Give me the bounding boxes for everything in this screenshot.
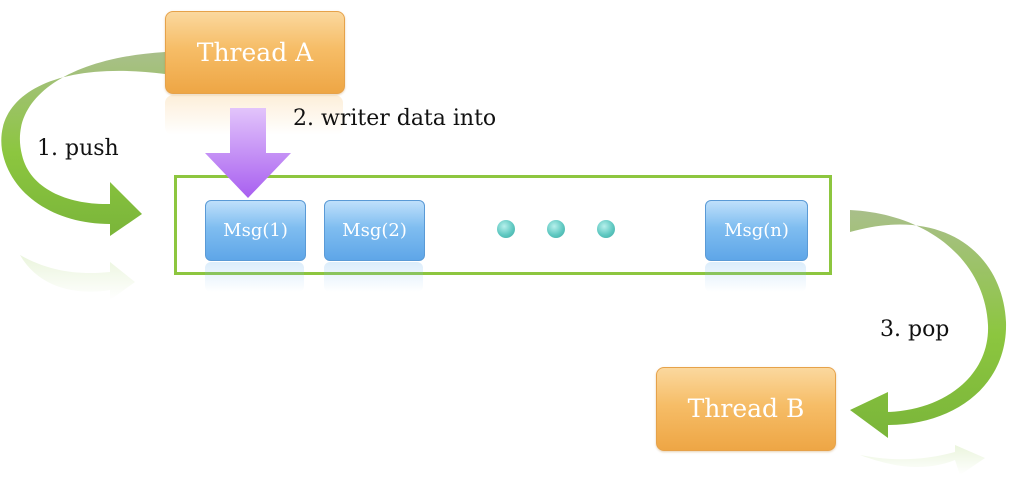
ellipsis-dot bbox=[547, 220, 565, 238]
message-n: Msg(n) bbox=[705, 200, 808, 261]
message-1-reflection bbox=[205, 262, 304, 292]
ellipsis-dot bbox=[597, 220, 615, 238]
thread-a-box: Thread A bbox=[165, 11, 345, 94]
thread-b-label: Thread B bbox=[687, 394, 805, 423]
message-n-reflection bbox=[705, 262, 806, 292]
push-arrow-reflection bbox=[20, 255, 135, 300]
push-arrow bbox=[1, 52, 166, 236]
pop-arrow-reflection bbox=[860, 445, 985, 475]
message-2: Msg(2) bbox=[324, 200, 425, 261]
message-2-reflection bbox=[324, 262, 423, 292]
pop-arrow bbox=[850, 210, 1007, 438]
message-1: Msg(1) bbox=[205, 200, 306, 261]
step-pop-label: 3. pop bbox=[880, 317, 950, 342]
step-push-label: 1. push bbox=[37, 136, 119, 161]
ellipsis-dot bbox=[497, 220, 515, 238]
step-write-label: 2. writer data into bbox=[293, 106, 497, 131]
thread-a-label: Thread A bbox=[196, 38, 314, 67]
thread-b-box: Thread B bbox=[656, 367, 836, 451]
